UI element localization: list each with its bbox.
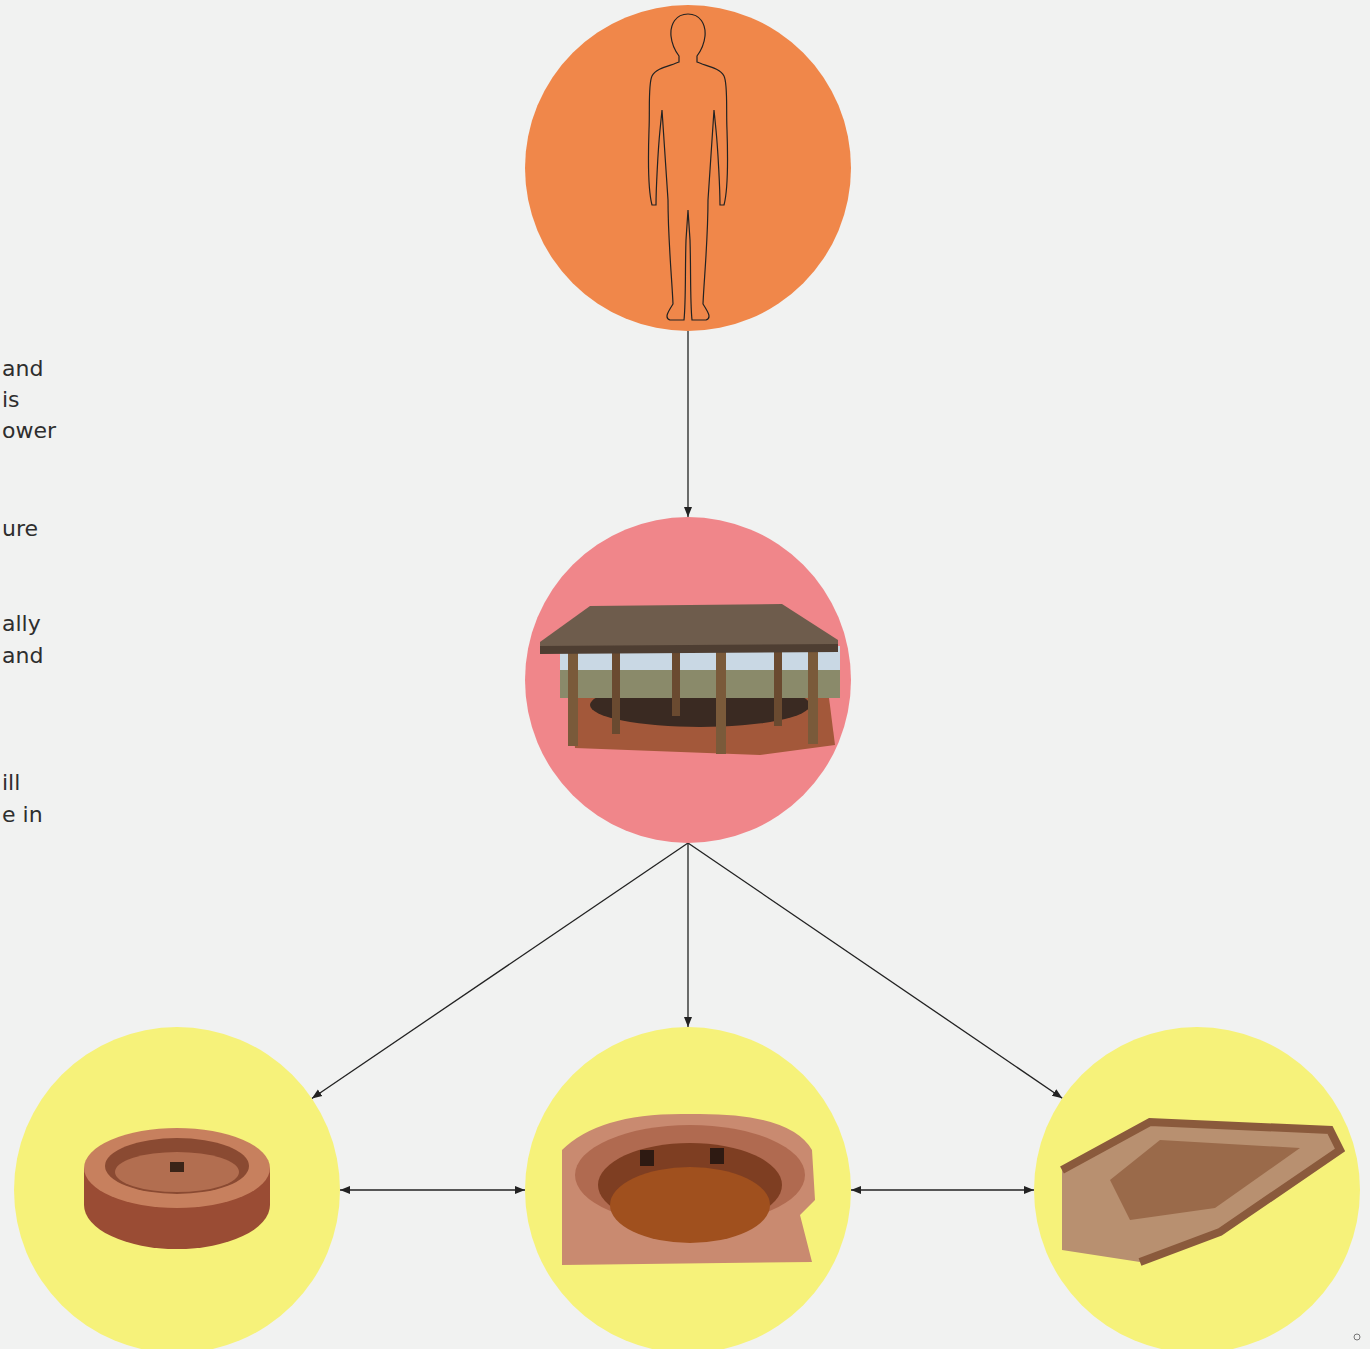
text-fragment: ower [2,418,56,444]
arrow-connector [687,843,688,1027]
circle-outline [525,517,851,843]
text-fragment: ure [2,516,38,542]
shelter-photo [540,604,840,755]
site-circle [14,1027,340,1349]
text-fragment: e in [2,802,43,828]
room-wall-photo [1062,1122,1340,1262]
person-circle [525,5,851,331]
circle-outline [525,1027,851,1349]
human-figure [648,14,727,320]
arrow-connector [340,1189,525,1190]
arrow-connector [687,331,688,517]
text-fragment: and [2,643,43,669]
shelter-circle [525,517,851,843]
page-dot [1354,1334,1360,1340]
stone-ring-photo [84,1128,270,1249]
text-fragment: ally [2,611,41,637]
text-fragment: is [2,387,20,413]
text-fragment: and [2,356,43,382]
circle-outline [14,1027,340,1349]
kiva-photo [562,1114,815,1265]
site-circle [525,1027,851,1349]
arrow-connector [851,1189,1034,1190]
text-fragment: ill [2,770,20,796]
circle-outline [525,5,851,331]
circle-outline [1034,1027,1360,1349]
site-circle [1034,1027,1360,1349]
